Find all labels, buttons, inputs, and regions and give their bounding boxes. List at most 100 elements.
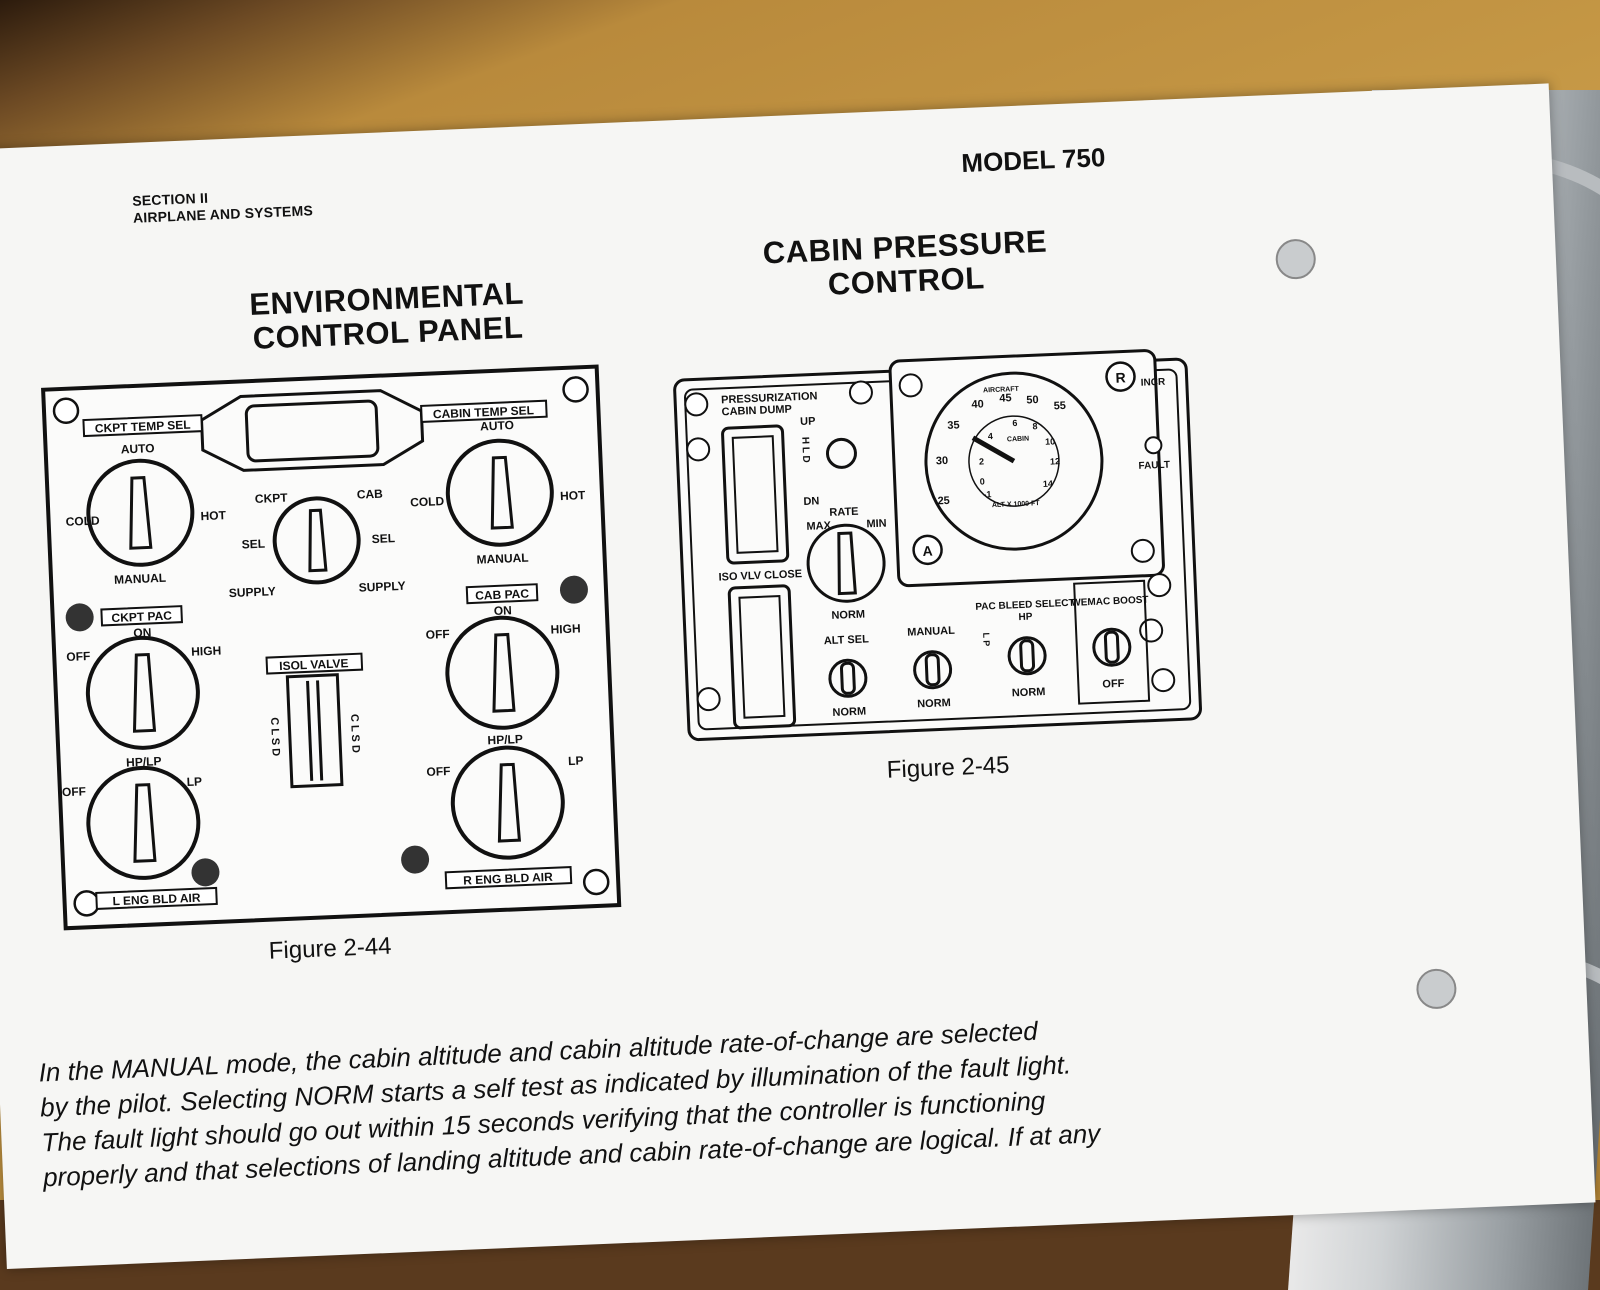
svg-text:RATE: RATE bbox=[829, 506, 859, 519]
svg-text:SUPPLY: SUPPLY bbox=[358, 579, 405, 595]
svg-text:45: 45 bbox=[999, 392, 1012, 405]
ckpt-pac-knob[interactable] bbox=[85, 635, 201, 751]
svg-text:CKPT: CKPT bbox=[255, 491, 289, 506]
r-knob[interactable] bbox=[1105, 361, 1136, 392]
environmental-control-panel: CKPT TEMP SEL CABIN TEMP SEL AUTO COLD H… bbox=[41, 364, 622, 931]
svg-text:NORM: NORM bbox=[831, 609, 865, 622]
svg-text:55: 55 bbox=[1053, 400, 1066, 413]
manual-page: SECTION II AIRPLANE AND SYSTEMS MODEL 75… bbox=[0, 83, 1596, 1270]
svg-text:AIRCRAFT: AIRCRAFT bbox=[983, 386, 1020, 395]
rate-knob[interactable] bbox=[806, 523, 886, 603]
svg-text:40: 40 bbox=[971, 398, 984, 411]
svg-text:PRESSURIZATION: PRESSURIZATION bbox=[721, 390, 818, 406]
svg-text:0: 0 bbox=[980, 476, 985, 486]
punch-hole-top bbox=[1274, 238, 1317, 280]
figure-45-caption: Figure 2-45 bbox=[886, 751, 1010, 784]
ckpt-temp-knob[interactable] bbox=[86, 458, 195, 567]
svg-text:-1: -1 bbox=[983, 489, 991, 499]
svg-text:6: 6 bbox=[1012, 418, 1017, 428]
svg-text:CABIN: CABIN bbox=[1007, 435, 1029, 443]
iso-vlv-close-guard[interactable] bbox=[727, 584, 797, 730]
wemac-boost-toggle[interactable] bbox=[1092, 627, 1132, 667]
figure-44-title: ENVIRONMENTAL CONTROL PANEL bbox=[248, 275, 525, 356]
svg-text:SEL: SEL bbox=[241, 537, 265, 552]
svg-text:OFF: OFF bbox=[426, 764, 451, 779]
cab-pac-knob[interactable] bbox=[445, 615, 560, 730]
svg-text:HP: HP bbox=[1018, 611, 1033, 623]
r-eng-bld-air-knob[interactable] bbox=[450, 745, 566, 860]
svg-text:MIN: MIN bbox=[866, 518, 887, 531]
svg-text:CAB: CAB bbox=[356, 487, 383, 502]
svg-text:L P: L P bbox=[981, 632, 992, 646]
cabin-temp-sel-label: CABIN TEMP SEL bbox=[433, 403, 535, 421]
fault-light bbox=[1144, 436, 1163, 455]
svg-text:SEL: SEL bbox=[371, 531, 395, 546]
svg-text:NORM: NORM bbox=[1012, 686, 1046, 699]
svg-text:4: 4 bbox=[988, 431, 993, 441]
supply-selector-knob[interactable] bbox=[272, 496, 361, 585]
isol-valve-switch[interactable] bbox=[285, 673, 344, 789]
svg-text:H L D: H L D bbox=[799, 437, 811, 463]
figure-45-title: CABIN PRESSURE CONTROL bbox=[762, 223, 1048, 302]
svg-text:NORM: NORM bbox=[917, 697, 951, 710]
svg-text:ISO VLV CLOSE: ISO VLV CLOSE bbox=[718, 568, 802, 583]
svg-text:2: 2 bbox=[979, 456, 984, 466]
svg-text:AUTO: AUTO bbox=[480, 418, 514, 433]
svg-text:DN: DN bbox=[803, 495, 819, 508]
svg-text:UP: UP bbox=[800, 415, 816, 428]
cabin-altitude-gauge: AIRCRAFT CABIN ALT X 1000 FT 25 30 35 40… bbox=[924, 371, 1104, 551]
up-hld-dn-switch[interactable] bbox=[825, 437, 857, 469]
svg-text:AUTO: AUTO bbox=[121, 441, 155, 456]
model-header: MODEL 750 bbox=[960, 142, 1106, 179]
l-eng-bld-air-knob[interactable] bbox=[86, 765, 201, 881]
svg-text:ALT SEL: ALT SEL bbox=[824, 633, 870, 647]
cab-pac-label: CAB PAC bbox=[475, 587, 530, 603]
ckpt-temp-sel-label: CKPT TEMP SEL bbox=[95, 418, 191, 436]
body-paragraph: In the MANUAL mode, the cabin altitude a… bbox=[38, 1002, 1333, 1196]
svg-text:25: 25 bbox=[937, 495, 950, 508]
svg-text:COLD: COLD bbox=[410, 494, 445, 509]
svg-text:HOT: HOT bbox=[200, 508, 227, 523]
svg-text:A: A bbox=[922, 543, 933, 559]
svg-text:OFF: OFF bbox=[62, 784, 87, 799]
figure-44-caption: Figure 2-44 bbox=[268, 932, 393, 965]
svg-text:MANUAL: MANUAL bbox=[907, 625, 955, 639]
svg-text:R: R bbox=[1115, 369, 1126, 385]
manual-toggle[interactable] bbox=[913, 650, 953, 690]
svg-text:WEMAC BOOST: WEMAC BOOST bbox=[1071, 595, 1149, 609]
svg-text:50: 50 bbox=[1026, 394, 1039, 407]
cabin-temp-knob[interactable] bbox=[445, 438, 554, 547]
isol-valve-label: ISOL VALVE bbox=[279, 656, 349, 673]
pac-bleed-select-toggle[interactable] bbox=[1007, 636, 1047, 676]
svg-text:MANUAL: MANUAL bbox=[476, 551, 529, 567]
svg-text:INCR: INCR bbox=[1141, 377, 1167, 389]
svg-text:HIGH: HIGH bbox=[550, 621, 581, 636]
svg-text:OFF: OFF bbox=[1102, 678, 1125, 691]
svg-text:PAC BLEED SELECT: PAC BLEED SELECT bbox=[975, 598, 1075, 613]
svg-text:ALT X 1000 FT: ALT X 1000 FT bbox=[992, 500, 1041, 509]
svg-text:8: 8 bbox=[1032, 421, 1037, 431]
svg-text:HOT: HOT bbox=[560, 488, 587, 503]
cabin-pressure-control-panel: PRESSURIZATION CABIN DUMP ISO VLV CLOSE … bbox=[673, 349, 1202, 742]
svg-text:OFF: OFF bbox=[66, 649, 91, 664]
svg-text:C L S D: C L S D bbox=[268, 717, 282, 756]
svg-text:HIGH: HIGH bbox=[191, 644, 222, 659]
svg-text:FAULT: FAULT bbox=[1138, 460, 1170, 472]
cabin-dump-guard[interactable] bbox=[721, 424, 790, 565]
a-knob[interactable] bbox=[912, 534, 943, 566]
svg-text:10: 10 bbox=[1045, 436, 1055, 446]
svg-text:COLD: COLD bbox=[65, 513, 100, 528]
svg-text:NORM: NORM bbox=[832, 706, 866, 719]
svg-text:SUPPLY: SUPPLY bbox=[228, 584, 275, 600]
section-header: SECTION II AIRPLANE AND SYSTEMS bbox=[132, 185, 313, 227]
svg-text:OFF: OFF bbox=[425, 627, 450, 642]
r-eng-bld-air-label: R ENG BLD AIR bbox=[463, 870, 553, 888]
ckpt-pac-label: CKPT PAC bbox=[111, 609, 172, 626]
svg-text:35: 35 bbox=[947, 419, 960, 432]
svg-text:ON: ON bbox=[493, 603, 512, 618]
svg-text:LP: LP bbox=[568, 753, 584, 768]
svg-text:MANUAL: MANUAL bbox=[114, 571, 167, 587]
alt-sel-toggle[interactable] bbox=[828, 658, 868, 698]
l-eng-bld-air-label: L ENG BLD AIR bbox=[112, 891, 201, 909]
svg-text:14: 14 bbox=[1043, 479, 1053, 489]
